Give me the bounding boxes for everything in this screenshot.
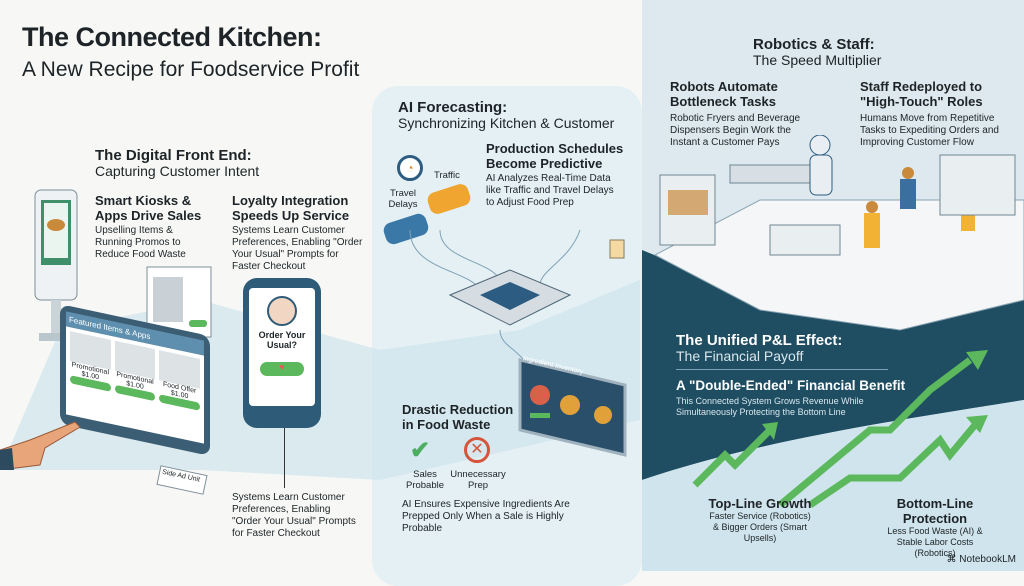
ai-heading: AI Forecasting: xyxy=(398,99,508,116)
clock-icon: ◔ xyxy=(397,155,423,181)
robots-body: Robotic Fryers and Beverage Dispensers B… xyxy=(670,113,801,148)
page-title: The Connected Kitchen: xyxy=(22,22,322,52)
staff-body: Humans Move from Repetitive Tasks to Exp… xyxy=(860,113,999,148)
promo-item[interactable]: Promotional$1.00 xyxy=(114,340,156,430)
kitchen-illustration xyxy=(659,135,1016,256)
front-end-subheading: Capturing Customer Intent xyxy=(95,163,260,179)
brand-logo: ⌘ NotebookLM xyxy=(947,554,1016,565)
order-usual-prompt: Order Your Usual? xyxy=(258,330,306,350)
kiosks-body: Upselling Items & Running Promos to Redu… xyxy=(95,225,186,260)
robotics-subheading: The Speed Multiplier xyxy=(753,52,882,68)
kiosks-title: Smart Kiosks & Apps Drive Sales xyxy=(95,193,202,223)
kiosk-illustration xyxy=(34,189,78,341)
waste-title: Drastic Reduction in Food Waste xyxy=(402,402,514,432)
traffic-label: Traffic xyxy=(434,170,460,181)
order-usual-button[interactable]: ♥ xyxy=(260,362,304,376)
robotics-heading: Robotics & Staff: xyxy=(753,36,875,53)
benefit-title: A "Double-Ended" Financial Benefit xyxy=(676,378,906,393)
loyalty-body: Systems Learn Customer Preferences, Enab… xyxy=(232,225,363,272)
ai-subheading: Synchronizing Kitchen & Customer xyxy=(398,115,615,131)
top-line-body: Faster Service (Robotics) & Bigger Order… xyxy=(709,511,811,543)
robots-title: Robots Automate Bottleneck Tasks xyxy=(670,79,778,109)
bottom-line-block: Bottom-Line Protection Less Food Waste (… xyxy=(880,496,990,559)
inventory-monitor xyxy=(518,358,627,457)
cross-icon: ✕ xyxy=(464,437,490,463)
divider xyxy=(676,369,888,370)
loyalty-title: Loyalty Integration Speeds Up Service xyxy=(232,193,350,223)
pl-heading: The Unified P&L Effect: xyxy=(676,332,843,349)
top-line-block: Top-Line Growth Faster Service (Robotics… xyxy=(705,496,815,544)
predictive-title: Production Schedules Become Predictive xyxy=(486,141,624,171)
bottom-line-body: Less Food Waste (AI) & Stable Labor Cost… xyxy=(887,526,983,558)
promo-item[interactable]: Food Offer$1.00 xyxy=(159,350,201,439)
staff-title: Staff Redeployed to "High-Touch" Roles xyxy=(860,79,983,109)
page-subtitle: A New Recipe for Foodservice Profit xyxy=(22,58,360,81)
notebooklm-icon: ⌘ xyxy=(946,554,960,565)
growth-arrows xyxy=(692,350,988,508)
ai-chip-network xyxy=(409,230,625,380)
benefit-body: This Connected System Grows Revenue Whil… xyxy=(676,396,864,417)
predictive-body: AI Analyzes Real-Time Data like Traffic … xyxy=(486,173,614,208)
phone: Order Your Usual? ♥ xyxy=(243,278,321,428)
bottom-line-title: Bottom-Line Protection xyxy=(896,496,974,526)
top-line-title: Top-Line Growth xyxy=(708,496,812,511)
hand-icon xyxy=(0,421,81,470)
travel-delays-label: Travel Delays xyxy=(388,188,418,210)
avatar xyxy=(267,296,297,326)
waste-body: AI Ensures Expensive Ingredients Are Pre… xyxy=(402,499,570,534)
brand-name: NotebookLM xyxy=(959,554,1016,565)
loyalty-callout: Systems Learn Customer Preferences, Enab… xyxy=(232,492,356,539)
callout-line xyxy=(284,428,285,488)
sales-probable-label: Sales Probable xyxy=(405,469,445,491)
check-icon: ✔ xyxy=(410,437,431,464)
pl-subheading: The Financial Payoff xyxy=(676,348,804,364)
unnecessary-prep-label: Unnecessary Prep xyxy=(450,469,506,491)
promo-item[interactable]: Promotional$1.00 xyxy=(70,331,111,420)
front-end-heading: The Digital Front End: xyxy=(95,147,252,164)
